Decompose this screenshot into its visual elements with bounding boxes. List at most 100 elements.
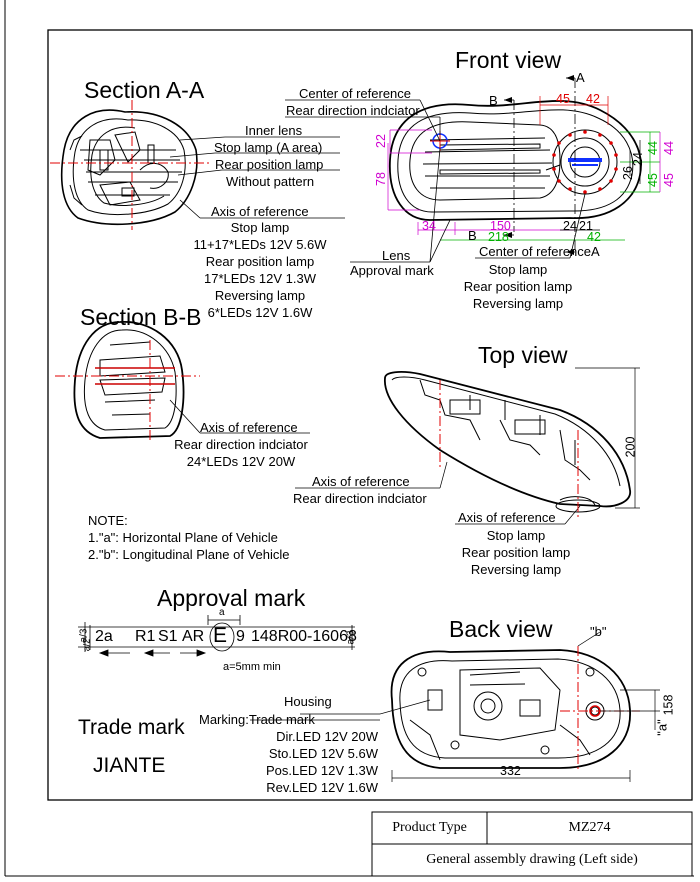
label-reversing-aa: Reversing lamp [214, 288, 306, 303]
dim-44-inner: 44 [645, 141, 660, 155]
dim-22: 22 [373, 134, 388, 148]
top-view-dimensions [295, 367, 640, 525]
section-b-bottom-marker: B [468, 228, 477, 243]
approval-mark-title: Approval mark [157, 585, 306, 611]
dim-a-quote: "a" [654, 719, 670, 736]
trade-mark-label: Trade mark [78, 716, 185, 739]
front-view-dimensions [387, 96, 661, 241]
approval-arrows [98, 649, 207, 657]
section-a-top-marker: A [576, 70, 585, 85]
label-center-of-reference-bottom: Center of reference [479, 244, 592, 259]
dim-78: 78 [373, 172, 388, 186]
label-stop-lamp-front: Stop lamp [488, 262, 548, 277]
section-b-top-marker: B [489, 93, 498, 108]
section-bb-lamp-list: Rear direction indciator 24*LEDs 12V 20W [166, 436, 316, 470]
section-aa-leaders [169, 136, 345, 219]
approval-code-2a: 2a [95, 628, 113, 645]
front-view-leaders [285, 99, 586, 263]
approval-a2-left: a/2 [81, 638, 92, 652]
title-block-drawing-title: General assembly drawing (Left side) [426, 852, 638, 867]
label-reversing-front: Reversing lamp [472, 296, 564, 311]
dim-24-bottom: 24 [563, 219, 577, 233]
section-bb-title: Section B-B [80, 304, 202, 330]
label-leds-rev-aa: 6*LEDs 12V 1.6W [207, 305, 313, 320]
label-rear-position-front: Rear position lamp [463, 279, 573, 294]
label-axis-of-reference-a: Axis of reference [211, 204, 309, 219]
housing-pos-led: Pos.LED 12V 1.3W [266, 763, 378, 778]
housing-rev-led: Rev.LED 12V 1.6W [266, 780, 378, 795]
approval-code-s1: S1 [158, 628, 178, 645]
label-leds-pos-aa: 17*LEDs 12V 1.3W [203, 271, 316, 286]
approval-code-ar: AR [182, 628, 205, 645]
label-approval-mark: Approval mark [350, 263, 434, 278]
label-center-of-reference-top: Center of reference [299, 86, 412, 101]
housing-sto-led: Sto.LED 12V 5.6W [268, 746, 378, 761]
front-view-title: Front view [455, 47, 562, 73]
dim-b-quote: "b" [590, 624, 607, 639]
label-lens: Lens [382, 248, 411, 263]
title-block-product-type-label: Product Type [392, 820, 467, 835]
section-aa-title: Section A-A [84, 77, 205, 103]
front-view-reversing-lens [568, 158, 602, 166]
approval-a3-right: a/3 [345, 630, 357, 645]
dim-150: 150 [490, 219, 511, 233]
approval-e-letter: E [213, 624, 228, 647]
front-view-led-ring [552, 130, 618, 194]
note-line-2: 2."b": Longitudinal Plane of Vehicle [88, 547, 290, 562]
top-view-title: Top view [478, 342, 568, 368]
trade-mark-name: JIANTE [93, 754, 166, 777]
housing-title: Housing [284, 694, 332, 709]
notes-block: NOTE: 1."a": Horizontal Plane of Vehicle… [88, 512, 290, 563]
label-without-pattern: Without pattern [226, 174, 315, 189]
housing-marking: Marking:Trade mark [199, 712, 315, 727]
section-aa-lamp-list: Stop lamp 11+17*LEDs 12V 5.6W Rear posit… [180, 219, 340, 321]
label-rear-position-aa: Rear position lamp [205, 254, 315, 269]
dim-158: 158 [661, 694, 676, 716]
label-rear-direction-bb: Rear direction indciator [174, 437, 308, 452]
front-view-lamp-list: Stop lamp Rear position lamp Reversing l… [450, 261, 586, 312]
title-block-lines [371, 811, 693, 877]
label-rear-position-lamp-a: Rear position lamp [215, 157, 324, 172]
approval-a-min: a=5mm min [223, 661, 281, 673]
label-stop-lamp-a-area: Stop lamp (A area) [214, 140, 323, 155]
dim-24: 24 [630, 152, 645, 166]
dim-218: 218 [488, 230, 509, 244]
label-axis-of-reference-top: Axis of reference [312, 474, 410, 489]
label-stop-lamp-aa: Stop lamp [230, 220, 290, 235]
dim-42-bottom: 42 [587, 230, 601, 244]
label-reversing-top: Reversing lamp [470, 562, 562, 577]
housing-led-list: Dir.LED 12V 20W Sto.LED 12V 5.6W Pos.LED… [228, 728, 378, 796]
title-block-product-type-value: MZ274 [568, 820, 611, 835]
dim-34: 34 [422, 219, 436, 233]
dim-332: 332 [500, 764, 521, 778]
label-axis-of-reference-topright: Axis of reference [458, 510, 556, 525]
section-aa-drawing [60, 109, 198, 225]
approval-mark-linework [78, 615, 355, 652]
back-view-dimensions [250, 631, 660, 782]
label-inner-lens: Inner lens [245, 123, 303, 138]
note-line-1: 1."a": Horizontal Plane of Vehicle [88, 530, 278, 545]
approval-code-r1: R1 [135, 628, 156, 645]
top-view-lamp-list: Stop lamp Rear position lamp Reversing l… [450, 527, 582, 578]
label-stop-lamp-top: Stop lamp [486, 528, 546, 543]
back-view-title: Back view [449, 616, 553, 642]
label-leds-dir-bb: 24*LEDs 12V 20W [186, 454, 296, 469]
label-rear-direction-top-view: Rear direction indciator [293, 491, 427, 506]
label-rear-position-top: Rear position lamp [461, 545, 571, 560]
dim-42: 42 [586, 92, 600, 106]
approval-nine: 9 [236, 628, 245, 645]
housing-dir-led: Dir.LED 12V 20W [276, 729, 378, 744]
dim-45: 45 [556, 92, 570, 106]
dim-21: 21 [579, 219, 593, 233]
label-axis-of-reference-b: Axis of reference [200, 420, 298, 435]
dim-26: 26 [620, 166, 635, 180]
label-rear-direction-top: Rear direction indciator [286, 103, 420, 118]
approval-a-top: a [219, 607, 225, 618]
section-bb-drawing [73, 321, 185, 439]
section-a-bottom-marker: A [591, 244, 600, 259]
approval-number: 148R00-16068 [251, 628, 357, 645]
dim-45-inner: 45 [645, 173, 660, 187]
dim-200: 200 [623, 436, 638, 458]
note-heading: NOTE: [88, 513, 128, 528]
